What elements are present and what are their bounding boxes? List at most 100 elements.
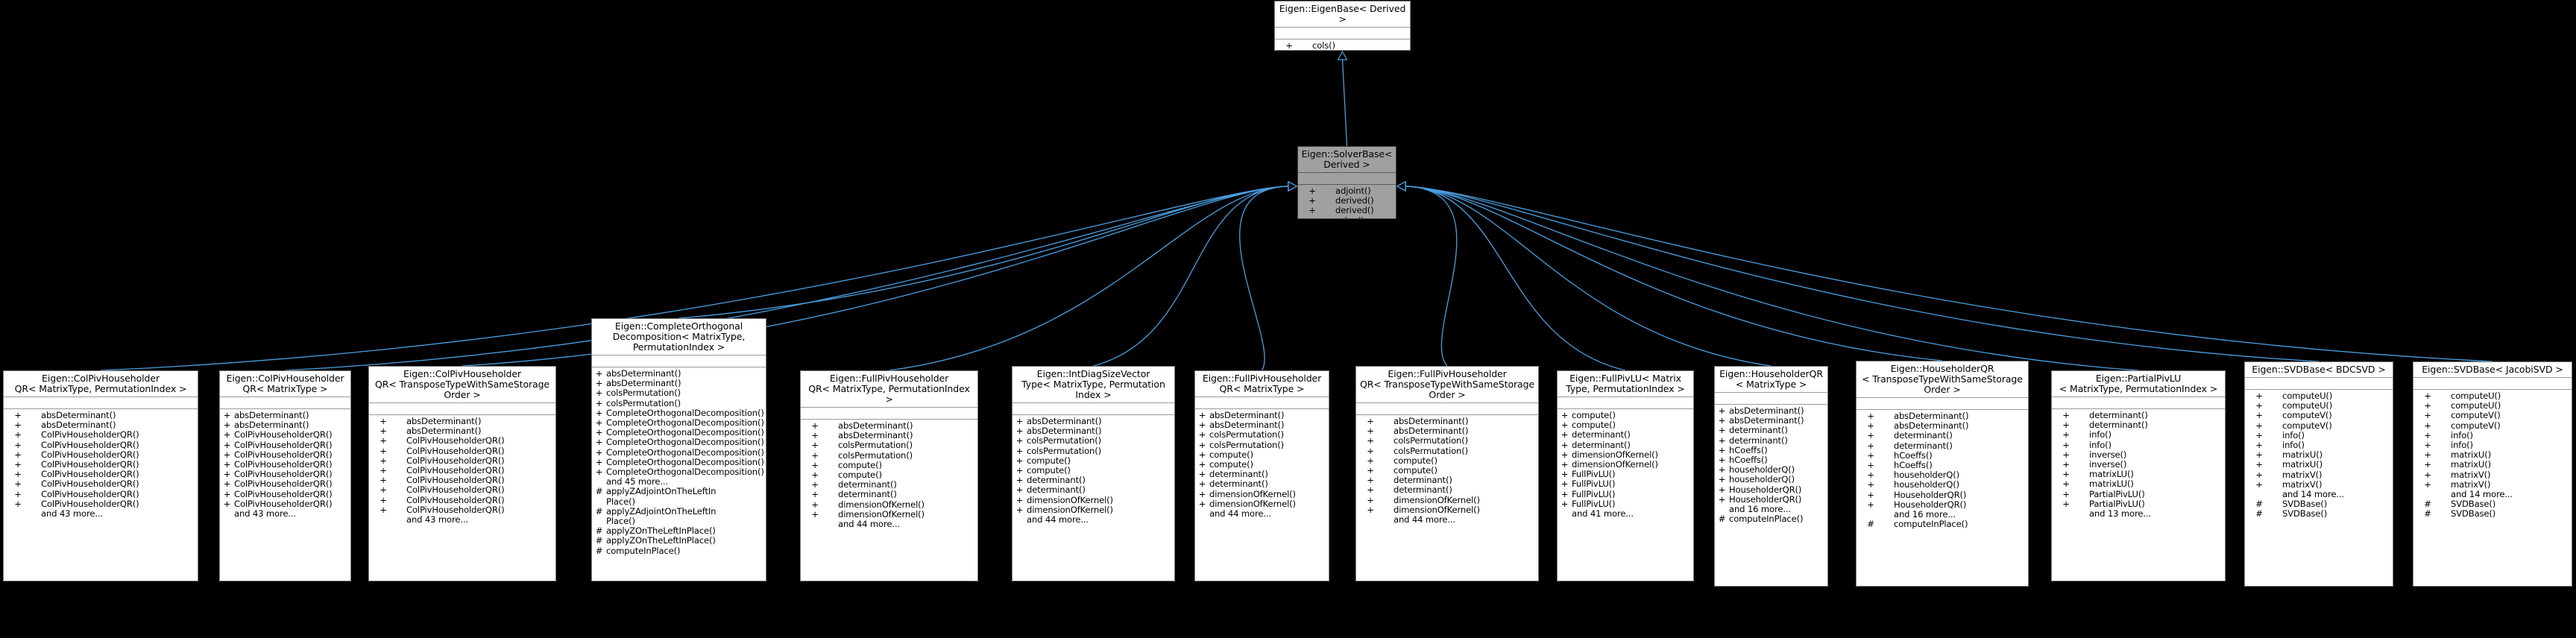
class-member-row[interactable]: +hCoeffs() [1857,460,2028,470]
class-member-row[interactable]: +absDeterminant() [1013,416,1174,426]
class-member-row[interactable]: +absDeterminant() [1195,410,1329,420]
class-member-row[interactable]: +dimensionOfKernel() [1195,499,1329,509]
class-member-row[interactable]: and 43 more... [369,514,555,525]
class-member-row[interactable]: +solve() [1298,215,1396,218]
class-member-row[interactable]: +matrixV() [2245,479,2393,490]
class-member-row[interactable]: +computeV() [2413,420,2572,431]
class-member-row[interactable]: +ColPivHouseholderQR() [369,455,555,466]
class-member-row[interactable]: +CompleteOrthogonalDecomposition() [592,428,766,438]
class-member-row[interactable]: +matrixU() [2413,450,2572,460]
class-member-row[interactable]: +ColPivHouseholderQR() [4,479,198,489]
class-member-row[interactable]: +colsPermutation() [801,440,977,450]
class-member-row[interactable]: +ColPivHouseholderQR() [4,489,198,499]
class-member-row[interactable]: +HouseholderQR() [1715,484,1827,495]
class-member-row[interactable]: +absDeterminant() [220,410,350,420]
class-member-row[interactable]: +ColPivHouseholderQR() [220,470,350,479]
class-member-row[interactable]: +colsPermutation() [1356,446,1538,456]
class-node-householderqr-matrixtype[interactable]: Eigen::HouseholderQR < MatrixType >+absD… [1714,366,1828,587]
class-node-householderqr-transpose[interactable]: Eigen::HouseholderQR < TransposeTypeWith… [1856,361,2029,587]
class-member-row[interactable]: and 44 more... [1013,514,1174,525]
class-member-row[interactable]: +adjoint() [1298,186,1396,196]
class-member-row[interactable]: and 13 more... [2052,508,2225,519]
class-member-row[interactable]: +computeV() [2413,411,2572,420]
class-member-row[interactable]: +determinant() [1857,440,2028,451]
class-member-row[interactable]: +householderQ() [1857,480,2028,490]
class-member-row[interactable]: and 41 more... [1558,508,1693,519]
class-member-row[interactable]: +absDeterminant() [801,420,977,431]
class-member-row[interactable]: +HouseholderQR() [1857,490,2028,500]
class-node-svdbase-jacobisvd[interactable]: Eigen::SVDBase< JacobiSVD >+computeU()+c… [2413,361,2572,587]
class-member-row[interactable]: +ColPivHouseholderQR() [220,449,350,460]
class-node-eigenbase[interactable]: Eigen::EigenBase< Derived >+cols()+deriv… [1274,1,1411,51]
class-member-row[interactable]: +absDeterminant() [220,420,350,430]
class-member-row[interactable]: +determinant() [801,490,977,499]
class-member-row[interactable]: +info() [2413,440,2572,450]
class-member-row[interactable]: +householderQ() [1715,475,1827,484]
class-member-row[interactable]: +absDeterminant() [592,379,766,388]
class-member-row[interactable]: +ColPivHouseholderQR() [220,440,350,450]
class-member-row[interactable]: +absDeterminant() [369,416,555,426]
class-member-row[interactable]: +info() [2413,430,2572,440]
class-member-row[interactable]: +ColPivHouseholderQR() [220,499,350,509]
class-member-row[interactable]: +ColPivHouseholderQR() [220,479,350,489]
class-node-fullpivlu[interactable]: Eigen::FullPivLU< Matrix Type, Permutati… [1557,370,1694,581]
class-member-row[interactable]: #applyZOnTheLeftInPlace() [592,526,766,536]
class-member-row[interactable]: +inverse() [2052,449,2225,460]
class-member-row[interactable]: +determinant() [1013,485,1174,495]
class-member-row[interactable]: and 45 more... [592,477,766,487]
class-member-row[interactable]: +absDeterminant() [1857,411,2028,421]
class-member-row[interactable]: +householderQ() [1715,465,1827,475]
class-member-row[interactable]: +determinant() [1715,435,1827,446]
class-member-row[interactable]: #computeInPlace() [1857,519,2028,529]
class-member-row[interactable]: and 44 more... [801,519,977,529]
class-member-row[interactable]: +CompleteOrthogonalDecomposition() [592,408,766,418]
class-member-row[interactable]: +compute() [1558,410,1693,420]
class-member-row[interactable]: +CompleteOrthogonalDecomposition() [592,457,766,467]
class-member-row[interactable]: +matrixV() [2413,479,2572,490]
class-member-row[interactable]: +compute() [1558,420,1693,430]
class-member-row[interactable]: +PartialPivLU() [2052,489,2225,499]
class-member-row[interactable]: +compute() [1013,465,1174,476]
class-member-row[interactable]: +ColPivHouseholderQR() [4,470,198,479]
class-member-row[interactable]: +absDeterminant() [1195,420,1329,430]
class-member-row[interactable]: +computeU() [2245,401,2393,411]
class-member-row[interactable]: +computeU() [2413,401,2572,411]
class-member-row[interactable]: +determinant() [1558,430,1693,440]
class-node-colpivqr-transpose[interactable]: Eigen::ColPivHouseholder QR< TransposeTy… [368,366,556,581]
class-member-row[interactable]: #applyZOnTheLeftInPlace() [592,536,766,546]
class-member-row[interactable]: and 43 more... [4,508,198,519]
class-member-row[interactable]: #applyZAdjointOnTheLeftIn Place() [592,506,766,526]
class-member-row[interactable]: and 16 more... [1715,504,1827,514]
class-member-row[interactable]: +determinant() [1857,431,2028,440]
class-member-row[interactable]: +FullPivLU() [1558,479,1693,489]
class-member-row[interactable]: +colsPermutation() [1013,446,1174,456]
class-member-row[interactable]: +colsPermutation() [1195,430,1329,440]
class-node-solverbase[interactable]: Eigen::SolverBase< Derived >+adjoint()+d… [1297,146,1396,219]
class-member-row[interactable]: +dimensionOfKernel() [1013,495,1174,505]
class-node-fullpivqr-matrixtype[interactable]: Eigen::FullPivHouseholder QR< MatrixType… [1194,370,1329,581]
class-member-row[interactable]: +computeV() [2245,411,2393,420]
class-member-row[interactable]: and 14 more... [2413,489,2572,499]
class-member-row[interactable]: +ColPivHouseholderQR() [369,505,555,515]
class-member-row[interactable]: +compute() [1195,459,1329,470]
class-member-row[interactable]: and 43 more... [220,508,350,519]
class-member-row[interactable]: +cols() [1275,40,1410,50]
class-member-row[interactable]: +compute() [1195,449,1329,460]
class-member-row[interactable]: +determinant() [1195,479,1329,489]
class-member-row[interactable]: +absDeterminant() [801,431,977,440]
class-member-row[interactable]: +matrixLU() [2052,479,2225,489]
class-member-row[interactable]: #computeInPlace() [592,546,766,556]
class-member-row[interactable]: +compute() [801,460,977,470]
class-member-row[interactable]: +info() [2245,440,2393,450]
class-member-row[interactable]: #SVDBase() [2413,499,2572,509]
class-member-row[interactable]: +absDeterminant() [369,426,555,436]
class-member-row[interactable]: +PartialPivLU() [2052,499,2225,509]
class-member-row[interactable]: +dimensionOfKernel() [801,499,977,510]
class-member-row[interactable]: +ColPivHouseholderQR() [369,476,555,485]
class-member-row[interactable]: +ColPivHouseholderQR() [4,449,198,460]
class-member-row[interactable]: +matrixV() [2413,470,2572,480]
class-member-row[interactable]: +determinant() [1356,485,1538,495]
class-member-row[interactable]: +dimensionOfKernel() [1356,495,1538,505]
class-member-row[interactable]: and 44 more... [1195,508,1329,519]
class-member-row[interactable]: +derived() [1298,206,1396,215]
